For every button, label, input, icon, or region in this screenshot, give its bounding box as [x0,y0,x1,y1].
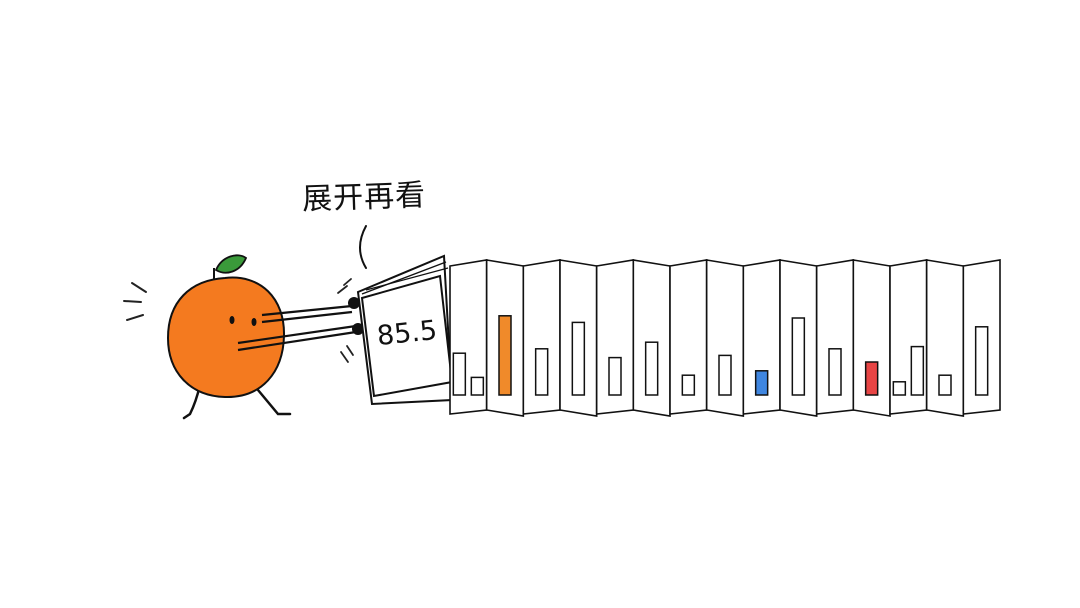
strip-bar [608,356,622,396]
upper-arm [261,304,353,317]
strip-bar [644,341,659,396]
lower-arm [237,324,357,345]
strip-bar [892,381,907,396]
strip-panel [705,259,745,417]
strip-bar [534,348,549,396]
strip-bar [718,354,732,396]
orange-character-icon [166,254,364,420]
strip-bar [498,315,512,396]
bottom-hand [352,323,364,335]
strip-bar [571,321,586,396]
speech-pointer [359,225,367,269]
strip-panel [925,259,965,417]
right-leg [256,388,292,416]
strip-bar [470,376,485,396]
motion-lines-hands [337,278,354,363]
strip-bar [938,374,952,396]
left-eye [229,316,235,324]
strip-bar [864,361,879,396]
strip-bar [974,326,989,396]
strip-panel [632,259,671,417]
caption-text: 展开再看 [301,177,427,218]
strip-bar [681,374,696,396]
strip-panel [852,259,891,417]
strip-bar [791,317,806,396]
front-card [356,254,454,406]
orange-body [166,276,286,399]
top-hand [348,297,360,309]
strip-bar [754,370,769,396]
motion-lines-left [123,282,147,321]
strip-bar [828,348,842,396]
accordion-strip-icon [449,259,1001,417]
strip-bar [910,345,925,396]
right-eye [251,318,257,326]
leaf-icon [214,254,248,274]
strip-bar [452,352,467,396]
